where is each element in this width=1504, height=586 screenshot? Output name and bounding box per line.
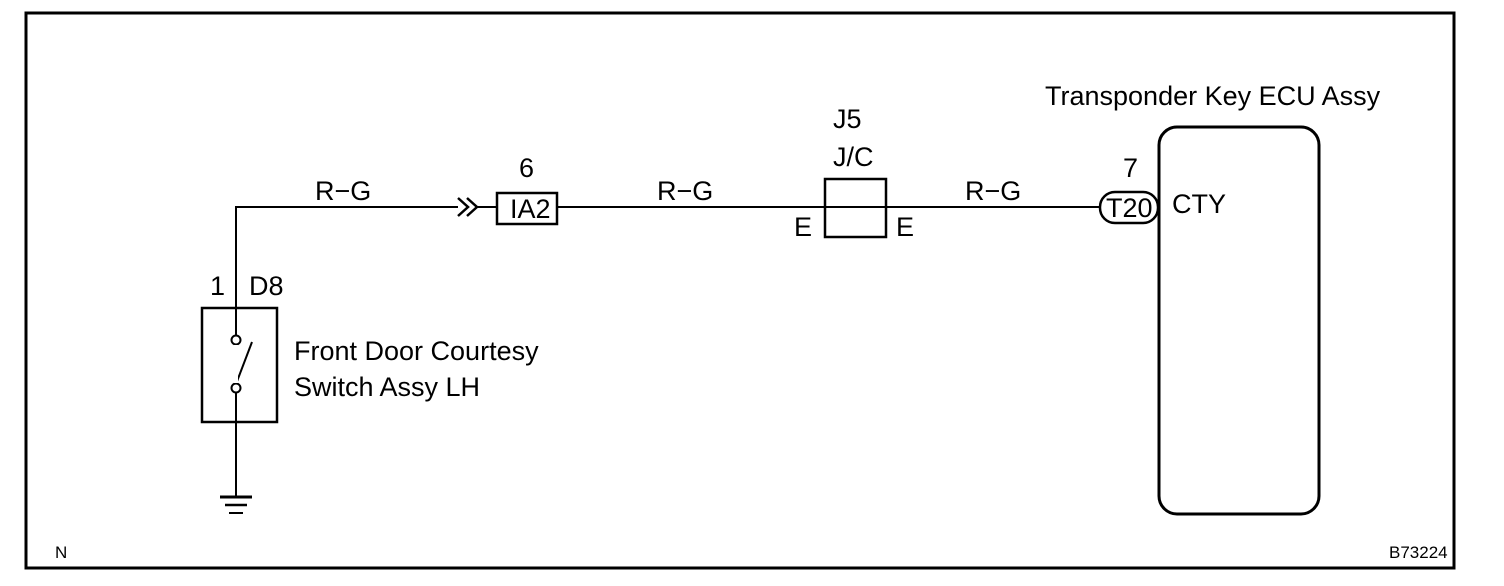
junction-type: J/C [833,142,874,172]
wire-label-middle: R−G [657,176,713,206]
diagram-frame [24,11,1456,570]
ia2-connector-label: IA2 [510,194,551,224]
switch-name-line1: Front Door Courtesy [294,336,539,366]
corner-label-left: N [55,543,67,562]
ecu-pin-number: 7 [1123,153,1138,183]
switch-connector-label: D8 [249,271,284,301]
switch-contact-top [230,334,242,346]
switch-box [200,306,279,424]
ground-icon [220,495,252,514]
wire-label-right: R−G [965,176,1021,206]
connector-arrow-1-icon [457,197,470,217]
switch-pin-number: 1 [210,271,225,301]
junction-terminal-right: E [896,212,914,242]
ecu-connector-label: T20 [1106,193,1153,223]
switch-name-line2: Switch Assy LH [294,372,480,402]
connector-ia2-box [495,191,559,226]
junction-terminal-left: E [794,212,812,242]
ecu-title: Transponder Key ECU Assy [1045,81,1381,111]
figure-code: B73224 [1389,543,1448,562]
switch-lever [235,341,253,385]
wire-label-left: R−G [315,176,371,206]
junction-id: J5 [833,104,862,134]
ecu-terminal-label: CTY [1172,189,1226,219]
ecu-box [1157,125,1321,516]
ia2-pin-number: 6 [519,153,534,183]
switch-contact-bottom [230,382,242,394]
